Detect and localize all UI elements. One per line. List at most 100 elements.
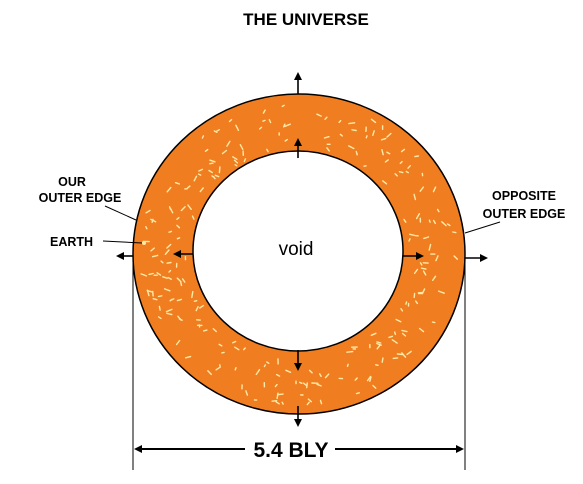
texture-fleck bbox=[271, 400, 278, 402]
texture-fleck bbox=[428, 219, 431, 223]
our-outer-edge-label-line2: OUTER EDGE bbox=[39, 191, 122, 205]
texture-fleck bbox=[266, 361, 270, 364]
texture-fleck bbox=[381, 148, 384, 156]
texture-fleck bbox=[351, 129, 357, 132]
texture-fleck bbox=[228, 118, 233, 123]
texture-fleck bbox=[276, 373, 281, 377]
texture-fleck bbox=[398, 170, 404, 174]
texture-fleck bbox=[169, 298, 173, 302]
texture-fleck bbox=[166, 186, 172, 193]
texture-fleck bbox=[281, 104, 285, 108]
texture-fleck bbox=[386, 132, 392, 138]
texture-fleck bbox=[199, 304, 205, 309]
texture-fleck bbox=[226, 140, 231, 147]
texture-fleck bbox=[437, 290, 445, 294]
texture-fleck bbox=[355, 150, 358, 156]
texture-fleck bbox=[323, 135, 330, 139]
texture-fleck bbox=[245, 390, 249, 396]
texture-fleck bbox=[209, 159, 216, 163]
texture-fleck bbox=[346, 363, 349, 367]
texture-fleck bbox=[432, 186, 437, 193]
texture-fleck bbox=[405, 170, 409, 174]
texture-fleck bbox=[193, 300, 198, 302]
texture-fleck bbox=[436, 208, 440, 213]
texture-fleck bbox=[211, 175, 215, 178]
texture-fleck bbox=[275, 401, 280, 405]
texture-fleck bbox=[376, 344, 381, 350]
texture-fleck bbox=[176, 237, 181, 240]
texture-fleck bbox=[274, 383, 278, 388]
texture-fleck bbox=[215, 128, 221, 132]
texture-fleck bbox=[176, 216, 180, 221]
texture-fleck bbox=[338, 119, 342, 124]
texture-fleck bbox=[394, 331, 397, 336]
texture-fleck bbox=[168, 269, 172, 273]
texture-fleck bbox=[234, 346, 240, 351]
texture-fleck bbox=[164, 249, 170, 256]
texture-fleck bbox=[276, 392, 279, 400]
texture-fleck bbox=[452, 231, 457, 234]
texture-fleck bbox=[284, 123, 291, 128]
texture-fleck bbox=[167, 276, 173, 280]
texture-fleck bbox=[166, 243, 172, 249]
texture-fleck bbox=[276, 393, 284, 396]
texture-fleck bbox=[366, 375, 372, 382]
texture-fleck bbox=[162, 276, 169, 279]
texture-fleck bbox=[319, 373, 322, 378]
texture-fleck bbox=[207, 370, 213, 376]
texture-fleck bbox=[400, 308, 404, 312]
texture-fleck bbox=[145, 225, 148, 230]
texture-fleck bbox=[306, 382, 308, 389]
texture-fleck bbox=[198, 168, 204, 172]
texture-fleck bbox=[268, 118, 272, 124]
texture-fleck bbox=[369, 376, 372, 382]
texture-fleck bbox=[403, 218, 407, 223]
texture-fleck bbox=[421, 288, 426, 294]
texture-fleck bbox=[431, 321, 436, 324]
texture-fleck bbox=[392, 357, 399, 360]
texture-fleck bbox=[406, 350, 412, 356]
texture-fleck bbox=[178, 318, 183, 321]
our-outer-edge-label-line1: OUR bbox=[58, 175, 86, 189]
texture-fleck bbox=[388, 335, 394, 339]
texture-fleck bbox=[165, 308, 173, 313]
texture-fleck bbox=[180, 206, 186, 212]
texture-fleck bbox=[168, 230, 173, 233]
texture-fleck bbox=[221, 149, 228, 155]
texture-fleck bbox=[176, 224, 181, 229]
texture-fleck bbox=[453, 255, 458, 260]
texture-fleck bbox=[326, 147, 330, 152]
texture-fleck bbox=[348, 122, 356, 125]
texture-fleck bbox=[145, 209, 151, 214]
texture-fleck bbox=[234, 163, 238, 167]
texture-fleck bbox=[407, 164, 411, 169]
texture-fleck bbox=[191, 290, 194, 299]
texture-fleck bbox=[401, 352, 407, 358]
texture-fleck bbox=[346, 350, 354, 353]
texture-fleck bbox=[413, 268, 419, 275]
universe-ring bbox=[132, 93, 466, 415]
void-label: void bbox=[279, 239, 314, 260]
texture-fleck bbox=[184, 355, 192, 359]
texture-fleck bbox=[405, 301, 408, 305]
texture-fleck bbox=[414, 155, 420, 158]
texture-fleck bbox=[316, 113, 322, 117]
texture-fleck bbox=[419, 262, 423, 266]
texture-fleck bbox=[418, 327, 425, 333]
texture-fleck bbox=[401, 332, 407, 337]
texture-fleck bbox=[399, 160, 403, 165]
texture-fleck bbox=[146, 290, 153, 293]
texture-fleck bbox=[428, 243, 432, 251]
texture-fleck bbox=[446, 223, 451, 227]
texture-fleck bbox=[306, 401, 310, 406]
texture-fleck bbox=[432, 275, 437, 281]
texture-fleck bbox=[380, 137, 387, 141]
texture-fleck bbox=[396, 353, 404, 356]
texture-fleck bbox=[381, 357, 384, 363]
texture-fleck bbox=[262, 109, 266, 114]
texture-fleck bbox=[193, 175, 198, 182]
opposite-outer-edge-leader bbox=[464, 221, 501, 234]
texture-fleck bbox=[420, 267, 427, 270]
texture-fleck bbox=[235, 124, 240, 132]
